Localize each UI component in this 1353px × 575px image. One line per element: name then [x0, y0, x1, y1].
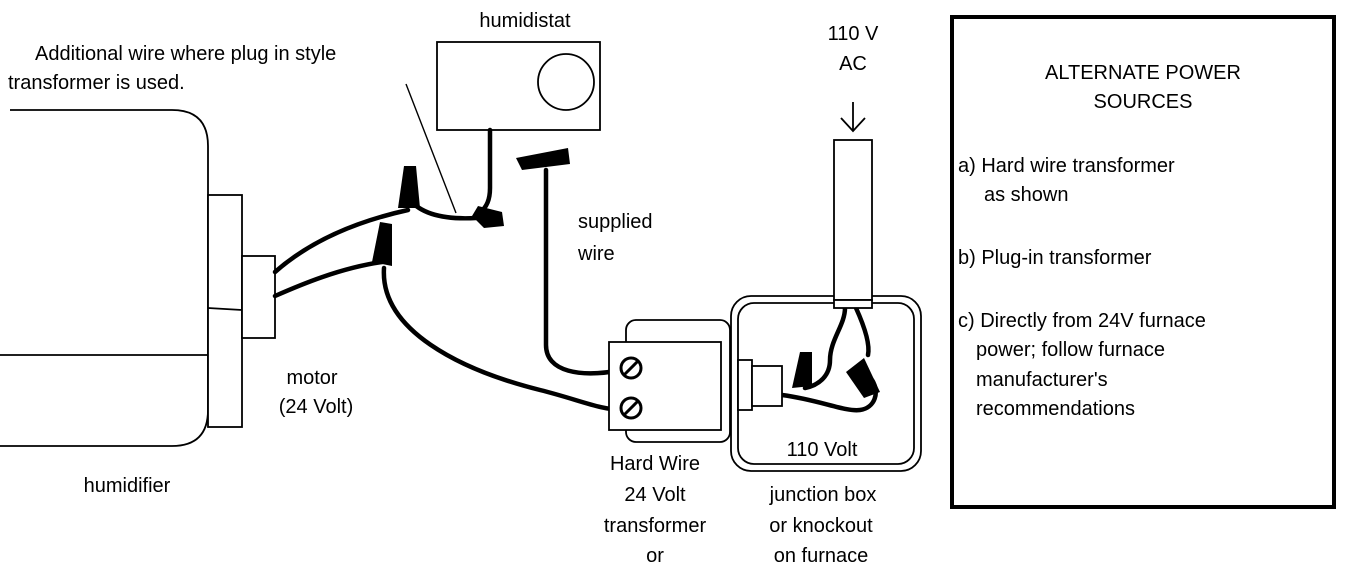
power-arrow — [840, 102, 866, 133]
motor-lower-wire — [272, 259, 385, 299]
power-conduit — [833, 139, 873, 301]
supplied-wire-path — [543, 167, 625, 376]
wire-nut-upper — [398, 166, 420, 208]
note-leader-line — [405, 83, 457, 214]
supplied-wire-label-2: wire — [577, 243, 615, 265]
junction-label-1: junction box — [769, 484, 877, 506]
transformer-label-2: 24 Volt — [624, 484, 686, 506]
humidifier-mount-plate — [207, 194, 243, 428]
humidifier-body — [0, 109, 209, 447]
junction-label-2: or knockout — [769, 515, 873, 537]
wire-nut-humidistat — [516, 148, 570, 170]
motor-label-1: motor — [286, 367, 337, 389]
alternate-option-a-2: as shown — [984, 184, 1069, 206]
humidistat-label: humidistat — [479, 10, 571, 32]
wire-nut-lower — [372, 222, 392, 266]
motor-label-2: (24 Volt) — [279, 396, 353, 418]
transformer-label-4: or — [646, 545, 664, 567]
alternate-option-b-1: b) Plug-in transformer — [958, 247, 1152, 269]
line-wire-2 — [853, 305, 871, 358]
transformer — [608, 319, 731, 443]
transformer-terminal-2 — [619, 396, 643, 420]
humidistat-dial — [537, 53, 595, 111]
wire-nut-box-right — [846, 358, 880, 398]
humidifier-label: humidifier — [84, 475, 171, 497]
conduit-connector — [833, 299, 873, 309]
junction-voltage-label: 110 Volt — [787, 439, 858, 461]
note-line-2: transformer is used. — [8, 72, 185, 94]
alternate-option-c-4: recommendations — [976, 398, 1135, 420]
ac-voltage-label-1: 110 V — [828, 23, 879, 45]
wires — [272, 127, 878, 413]
supplied-wire-label-1: supplied — [578, 211, 653, 233]
note-line-1: Additional wire where plug in style — [35, 43, 336, 65]
transformer-lower-wire — [381, 265, 627, 413]
additional-wire — [407, 197, 479, 221]
alternate-option-a-1: a) Hard wire transformer — [958, 155, 1175, 177]
wire-nut-box-left — [792, 352, 812, 388]
transformer-label-1: Hard Wire — [610, 453, 700, 475]
alternate-title-2: SOURCES — [1094, 91, 1193, 113]
transformer-label-3: transformer — [604, 515, 707, 537]
junction-label-3: on furnace — [774, 545, 869, 567]
wire-nut-additional — [472, 206, 504, 228]
humidistat-left-wire — [477, 127, 493, 215]
motor-body — [241, 255, 276, 339]
alternate-option-c-3: manufacturer's — [976, 369, 1108, 391]
line-wire-1 — [802, 305, 848, 391]
alternate-title-1: ALTERNATE POWER — [1045, 62, 1241, 84]
ac-voltage-label-2: AC — [839, 53, 867, 75]
alternate-power-frame — [950, 15, 1336, 509]
wire-nuts — [372, 148, 880, 398]
transformer-plug — [737, 359, 783, 411]
alternate-option-c-1: c) Directly from 24V furnace — [958, 310, 1206, 332]
transformer-terminal-1 — [619, 356, 643, 380]
alternate-option-c-2: power; follow furnace — [976, 339, 1165, 361]
motor-upper-wire — [272, 207, 411, 275]
